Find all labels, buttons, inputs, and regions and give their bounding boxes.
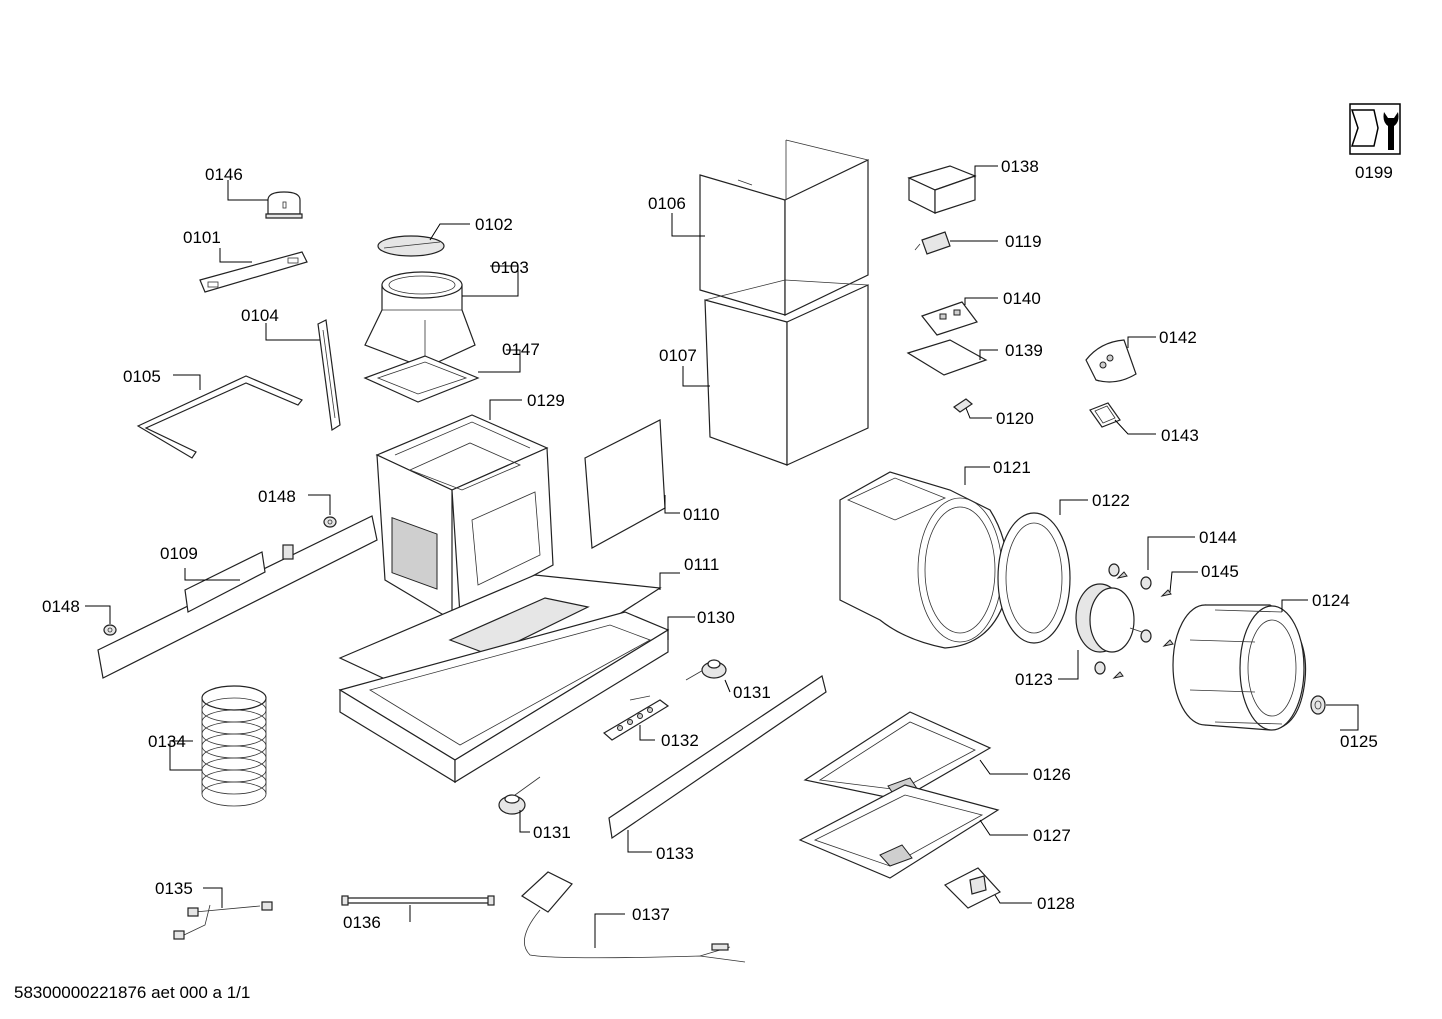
part-0109-rail <box>97 515 378 679</box>
part-0133-front-strip <box>608 675 827 840</box>
label-0103: 0103 <box>491 258 529 277</box>
part-0125-nut <box>1310 695 1326 715</box>
label-0126: 0126 <box>1033 765 1071 784</box>
label-0107: 0107 <box>659 346 697 365</box>
label-0102: 0102 <box>475 215 513 234</box>
label-0129: 0129 <box>527 391 565 410</box>
part-0140-pcb <box>921 301 978 336</box>
label-0137: 0137 <box>632 905 670 924</box>
part-0148-nut-lower <box>103 624 117 636</box>
part-0105-u-bracket <box>136 375 303 459</box>
label-0111: 0111 <box>684 555 719 574</box>
label-0143: 0143 <box>1161 426 1199 445</box>
label-0127: 0127 <box>1033 826 1071 845</box>
part-0131-knob-upper <box>685 659 727 681</box>
leader-lines <box>85 165 1359 948</box>
label-0110: 0110 <box>683 505 720 524</box>
part-0102-disc <box>377 235 445 257</box>
part-0143-label-card <box>1089 402 1121 428</box>
label-0119: 0119 <box>1005 232 1042 251</box>
part-0142-screw-bag <box>1085 339 1137 383</box>
part-0126-filter-upper <box>803 711 992 801</box>
part-0122-gasket-ring <box>997 512 1071 644</box>
part-0101-bracket <box>199 251 308 293</box>
part-0135-cable <box>173 901 273 940</box>
part-0148-nut-upper <box>323 516 337 528</box>
label-0135: 0135 <box>155 879 193 898</box>
label-0134: 0134 <box>148 732 186 751</box>
label-0131-upper: 0131 <box>733 683 771 702</box>
label-0105: 0105 <box>123 367 161 386</box>
label-0148-upper: 0148 <box>258 487 296 506</box>
part-0147-gasket <box>363 355 480 403</box>
part-0128-holder <box>943 867 1001 909</box>
part-0120-switch <box>952 398 974 413</box>
part-0123-motor <box>1075 583 1146 653</box>
label-0124: 0124 <box>1312 591 1350 610</box>
label-0121: 0121 <box>993 458 1031 477</box>
label-0131-lower: 0131 <box>533 823 571 842</box>
document-reference: 58300000221876 aet 000 a 1/1 <box>14 983 250 1002</box>
label-0140: 0140 <box>1003 289 1041 308</box>
part-0124-impeller <box>1172 604 1307 731</box>
part-0131-knob-lower <box>498 776 541 815</box>
label-0142: 0142 <box>1159 328 1197 347</box>
label-0133: 0133 <box>656 844 694 863</box>
label-0199: 0199 <box>1355 163 1393 182</box>
part-0136-rod <box>341 895 495 906</box>
label-0144: 0144 <box>1199 528 1237 547</box>
part-0107-lower-chimney <box>704 279 869 466</box>
label-0106: 0106 <box>648 194 686 213</box>
label-0125: 0125 <box>1340 732 1378 751</box>
part-0119-capacitor <box>914 231 951 255</box>
label-0132: 0132 <box>661 731 699 750</box>
label-0138: 0138 <box>1001 157 1039 176</box>
label-0109: 0109 <box>160 544 198 563</box>
label-0101: 0101 <box>183 228 221 247</box>
part-0103-duct-adapter <box>364 271 476 369</box>
part-0138-box <box>907 165 977 214</box>
part-0144-0145-fasteners <box>1094 563 1174 679</box>
part-0139-board <box>906 339 988 376</box>
part-0106-upper-chimney <box>699 139 869 316</box>
label-0123: 0123 <box>1015 670 1053 689</box>
part-0134-flex-duct <box>201 685 267 807</box>
label-0148-lower: 0148 <box>42 597 80 616</box>
tool-wrench-icon <box>1349 103 1401 155</box>
label-0130: 0130 <box>697 608 735 627</box>
part-0132-control-module <box>602 695 670 741</box>
part-0130-hood-body <box>338 611 670 784</box>
part-0104-strip <box>317 319 341 432</box>
part-0137-power-cord <box>521 871 746 963</box>
label-0146: 0146 <box>205 165 243 184</box>
part-0146-clip <box>265 191 303 219</box>
part-0121-fan-housing <box>839 471 1009 649</box>
label-0122: 0122 <box>1092 491 1130 510</box>
label-0104: 0104 <box>241 306 279 325</box>
part-0129-housing <box>375 414 554 622</box>
part-0110-panel <box>584 419 666 549</box>
label-0139: 0139 <box>1005 341 1043 360</box>
label-0136: 0136 <box>343 913 381 932</box>
label-0128: 0128 <box>1037 894 1075 913</box>
label-0147: 0147 <box>502 340 540 359</box>
part-0127-filter-lower <box>798 784 1000 879</box>
label-0120: 0120 <box>996 409 1034 428</box>
label-0145: 0145 <box>1201 562 1239 581</box>
